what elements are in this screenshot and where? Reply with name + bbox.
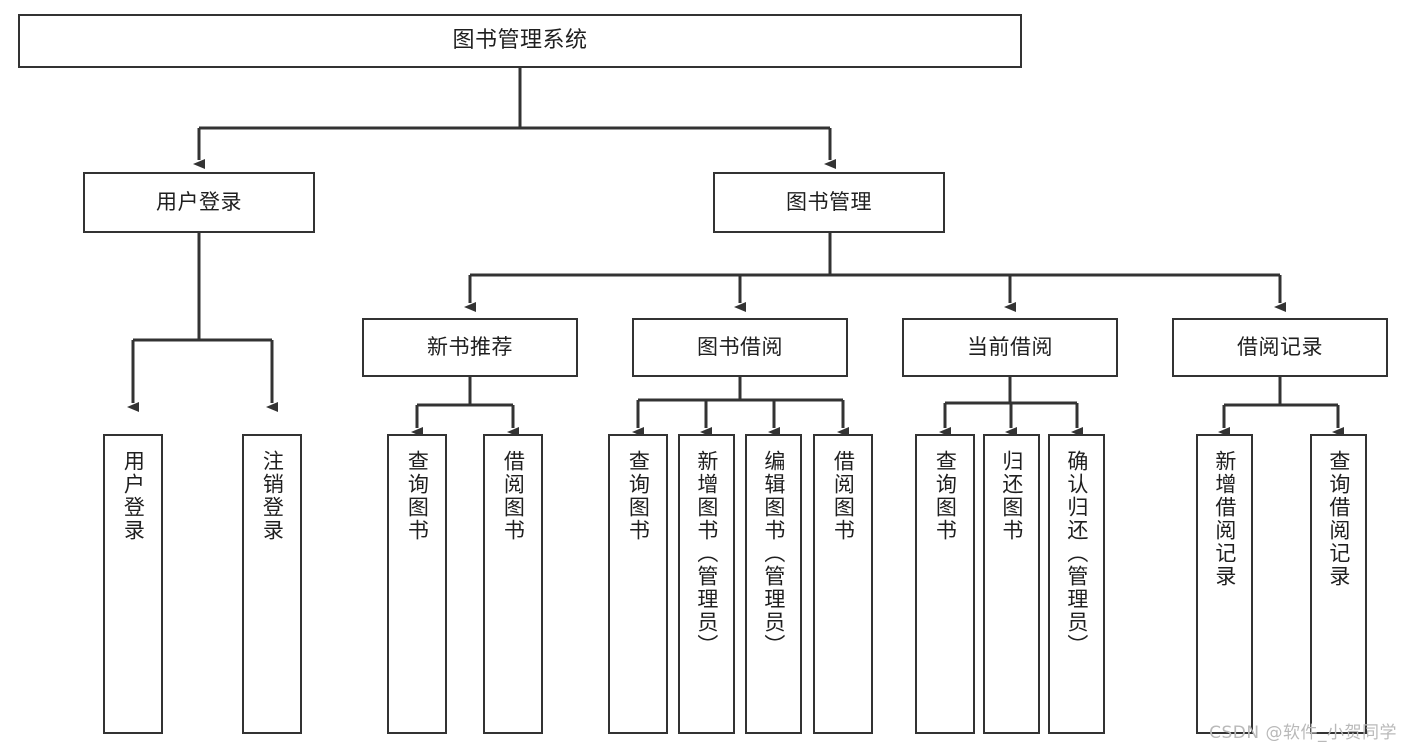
node-leaf-add-book[interactable]: 新增图书（管理员）: [678, 434, 735, 734]
node-leaf-add-book-label: 新增图书（管理员）: [694, 450, 719, 657]
node-leaf-add-record[interactable]: 新增借阅记录: [1196, 434, 1253, 734]
node-new-book-recommend[interactable]: 新书推荐: [362, 318, 578, 377]
node-book-manage[interactable]: 图书管理: [713, 172, 945, 233]
node-leaf-query-record-label: 查询借阅记录: [1326, 450, 1351, 588]
node-leaf-add-record-label: 新增借阅记录: [1212, 450, 1237, 588]
node-leaf-query-book-2-label: 查询图书: [626, 450, 651, 542]
node-leaf-user-logout-label: 注销登录: [260, 450, 285, 542]
node-user-login-label: 用户登录: [156, 190, 242, 215]
node-leaf-query-record[interactable]: 查询借阅记录: [1310, 434, 1367, 734]
node-leaf-borrow-book-1[interactable]: 借阅图书: [483, 434, 543, 734]
node-book-borrow-label: 图书借阅: [697, 335, 783, 360]
node-leaf-query-book-3[interactable]: 查询图书: [915, 434, 975, 734]
node-borrow-record-label: 借阅记录: [1237, 335, 1323, 360]
node-root[interactable]: 图书管理系统: [18, 14, 1022, 68]
node-leaf-query-book-1[interactable]: 查询图书: [387, 434, 447, 734]
node-leaf-user-login-label: 用户登录: [121, 450, 146, 542]
node-current-borrow[interactable]: 当前借阅: [902, 318, 1118, 377]
node-leaf-user-login[interactable]: 用户登录: [103, 434, 163, 734]
node-leaf-query-book-3-label: 查询图书: [933, 450, 958, 542]
node-leaf-borrow-book-1-label: 借阅图书: [501, 450, 526, 542]
node-borrow-record[interactable]: 借阅记录: [1172, 318, 1388, 377]
node-leaf-confirm-return[interactable]: 确认归还（管理员）: [1048, 434, 1105, 734]
node-leaf-edit-book-label: 编辑图书（管理员）: [761, 450, 786, 657]
node-book-borrow[interactable]: 图书借阅: [632, 318, 848, 377]
node-leaf-borrow-book-2-label: 借阅图书: [831, 450, 856, 542]
node-leaf-query-book-2[interactable]: 查询图书: [608, 434, 668, 734]
node-leaf-return-book-label: 归还图书: [999, 450, 1024, 542]
node-leaf-edit-book[interactable]: 编辑图书（管理员）: [745, 434, 802, 734]
node-root-label: 图书管理系统: [452, 28, 588, 54]
node-leaf-user-logout[interactable]: 注销登录: [242, 434, 302, 734]
node-leaf-confirm-return-label: 确认归还（管理员）: [1064, 450, 1089, 657]
node-user-login[interactable]: 用户登录: [83, 172, 315, 233]
node-leaf-return-book[interactable]: 归还图书: [983, 434, 1040, 734]
node-leaf-query-book-1-label: 查询图书: [405, 450, 430, 542]
node-new-book-recommend-label: 新书推荐: [427, 335, 513, 360]
node-leaf-borrow-book-2[interactable]: 借阅图书: [813, 434, 873, 734]
watermark: CSDN @软件_小贺同学: [1209, 723, 1397, 743]
node-current-borrow-label: 当前借阅: [967, 335, 1053, 360]
node-book-manage-label: 图书管理: [786, 190, 872, 215]
